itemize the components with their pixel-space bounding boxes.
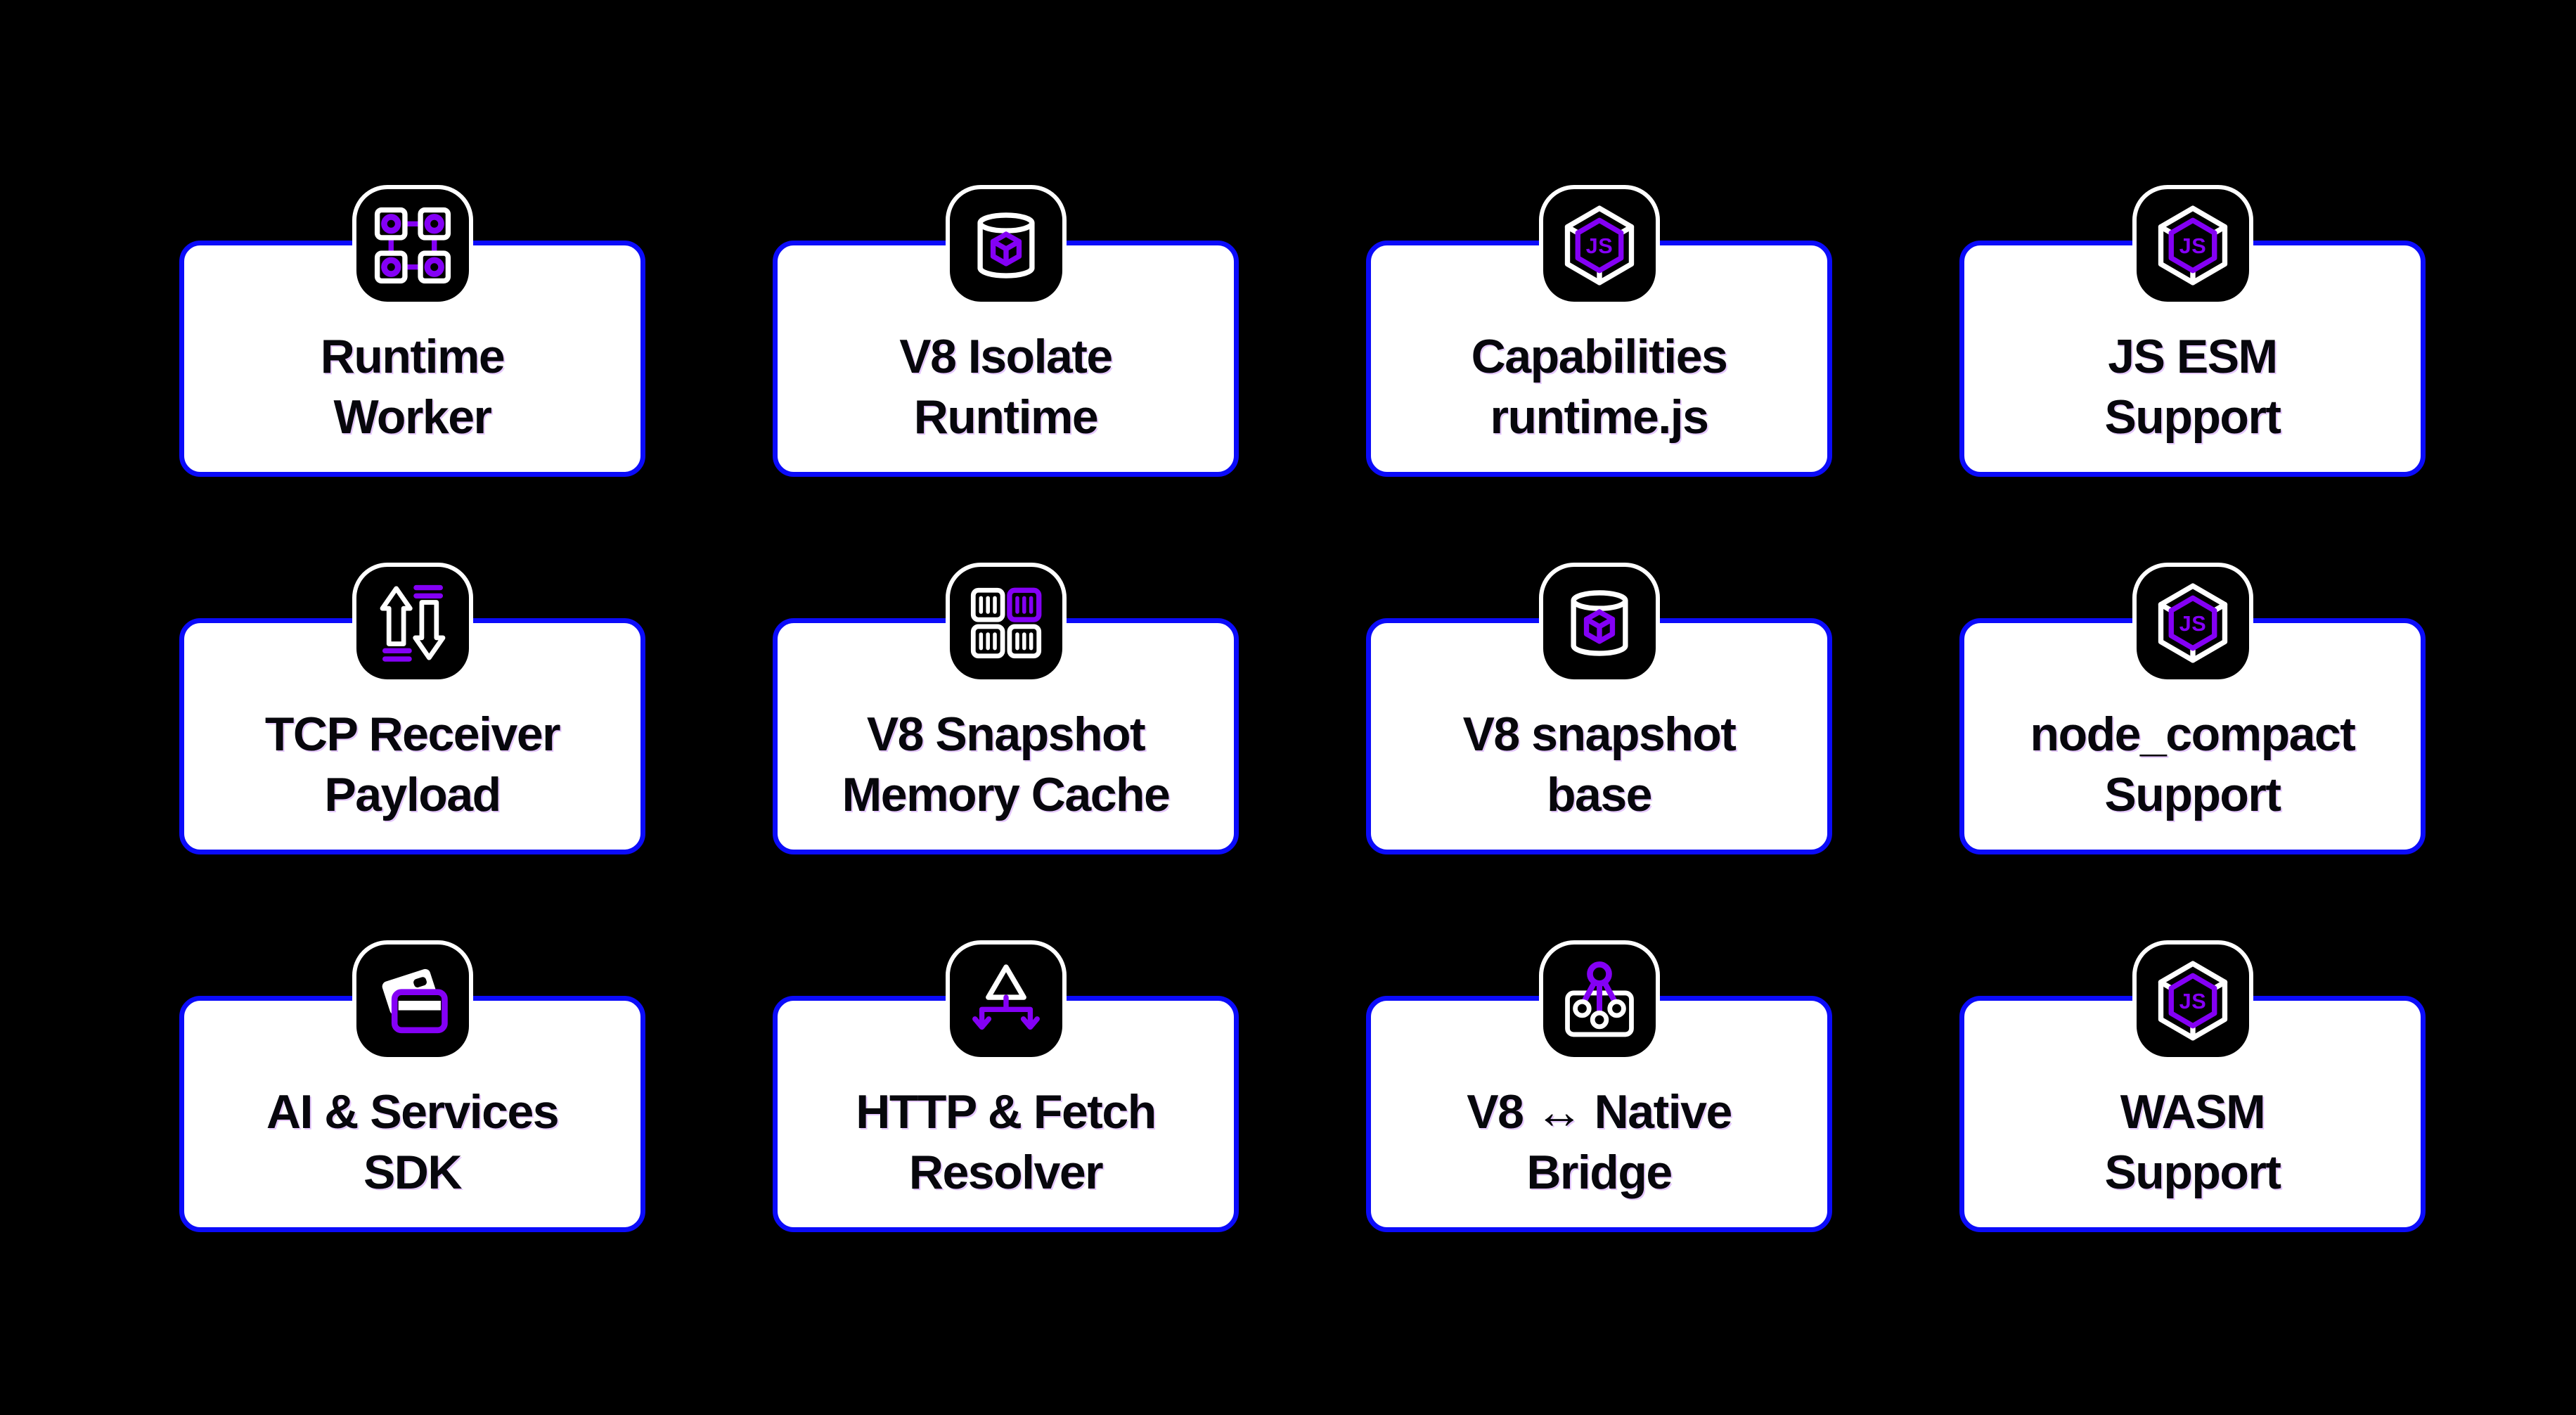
card-title: AI & Services SDK (266, 1025, 560, 1203)
card-title-line-2: Support (2104, 768, 2281, 821)
card-title-line-2: Support (2104, 390, 2281, 444)
database-cube-icon (1538, 563, 1660, 684)
card-title-line-2: Payload (324, 768, 501, 821)
card-title: HTTP & Fetch Resolver (856, 1025, 1157, 1203)
card-v8-snapshot-base: V8 snapshot base (1366, 563, 1832, 854)
memory-grid-icon (945, 563, 1067, 684)
card-wasm-support: WASM Support (1959, 940, 2426, 1232)
card-title: WASM Support (2104, 1025, 2281, 1203)
card-title-line-1: V8 snapshot (1462, 708, 1737, 761)
card-title-line-2: Resolver (908, 1146, 1104, 1199)
card-title-line-1: Capabilities (1471, 330, 1728, 383)
card-js-esm-support: JS ESM Support (1959, 185, 2426, 477)
arrows-up-down-icon (352, 563, 473, 684)
card-title-line-1: HTTP & Fetch (856, 1085, 1157, 1139)
card-title-line-2: Bridge (1526, 1146, 1673, 1199)
card-title-line-1: TCP Receiver (264, 708, 561, 761)
card-ai-services-sdk: AI & Services SDK (179, 940, 645, 1232)
card-title: Capabilities runtime.js (1471, 270, 1728, 447)
card-title-line-2: Runtime (913, 390, 1099, 444)
card-title: V8 Isolate Runtime (899, 270, 1113, 447)
credit-cards-icon (352, 940, 473, 1061)
feature-grid: Runtime Worker V8 Isolate Runtime Capabi… (179, 185, 2426, 1232)
card-title-line-2: Memory Cache (842, 768, 1171, 821)
card-title: V8 Snapshot Memory Cache (842, 648, 1171, 825)
card-v8-native-bridge: V8 ↔ Native Bridge (1366, 940, 1832, 1232)
card-title-line-1: node_compact (2030, 708, 2356, 761)
bridge-nodes-icon (1538, 940, 1660, 1061)
card-title-line-1: V8 ↔ Native (1467, 1085, 1732, 1139)
card-node-compact-support: node_compact Support (1959, 563, 2426, 854)
card-title: Runtime Worker (321, 270, 505, 447)
card-title-line-1: Runtime (320, 330, 505, 383)
js-cube-icon (2132, 940, 2253, 1061)
card-v8-isolate-runtime: V8 Isolate Runtime (773, 185, 1239, 477)
card-title-line-1: AI & Services (266, 1085, 560, 1139)
card-title-line-1: JS ESM (2108, 330, 2278, 383)
card-http-fetch-resolver: HTTP & Fetch Resolver (773, 940, 1239, 1232)
js-cube-icon (2132, 185, 2253, 306)
card-title: JS ESM Support (2104, 270, 2281, 447)
card-title: V8 snapshot base (1462, 648, 1737, 825)
card-v8-snapshot-memory-cache: V8 Snapshot Memory Cache (773, 563, 1239, 854)
card-title-line-1: V8 Snapshot (866, 708, 1146, 761)
card-title-line-2: Support (2104, 1146, 2281, 1199)
card-title-line-2: base (1546, 768, 1652, 821)
card-tcp-receiver-payload: TCP Receiver Payload (179, 563, 645, 854)
database-cube-icon (945, 185, 1067, 306)
js-cube-icon (1538, 185, 1660, 306)
card-title-line-2: SDK (363, 1146, 463, 1199)
card-title: TCP Receiver Payload (264, 648, 561, 825)
card-title-line-2: runtime.js (1490, 390, 1709, 444)
card-title: node_compact Support (2030, 648, 2356, 825)
card-title-line-1: WASM (2120, 1085, 2266, 1139)
card-capabilities-runtime-js: Capabilities runtime.js (1366, 185, 1832, 477)
network-nodes-icon (352, 185, 473, 306)
card-title-line-1: V8 Isolate (899, 330, 1113, 383)
js-cube-icon (2132, 563, 2253, 684)
card-title: V8 ↔ Native Bridge (1467, 1025, 1732, 1203)
resolver-branch-icon (945, 940, 1067, 1061)
card-runtime-worker: Runtime Worker (179, 185, 645, 477)
card-title-line-2: Worker (333, 390, 492, 444)
